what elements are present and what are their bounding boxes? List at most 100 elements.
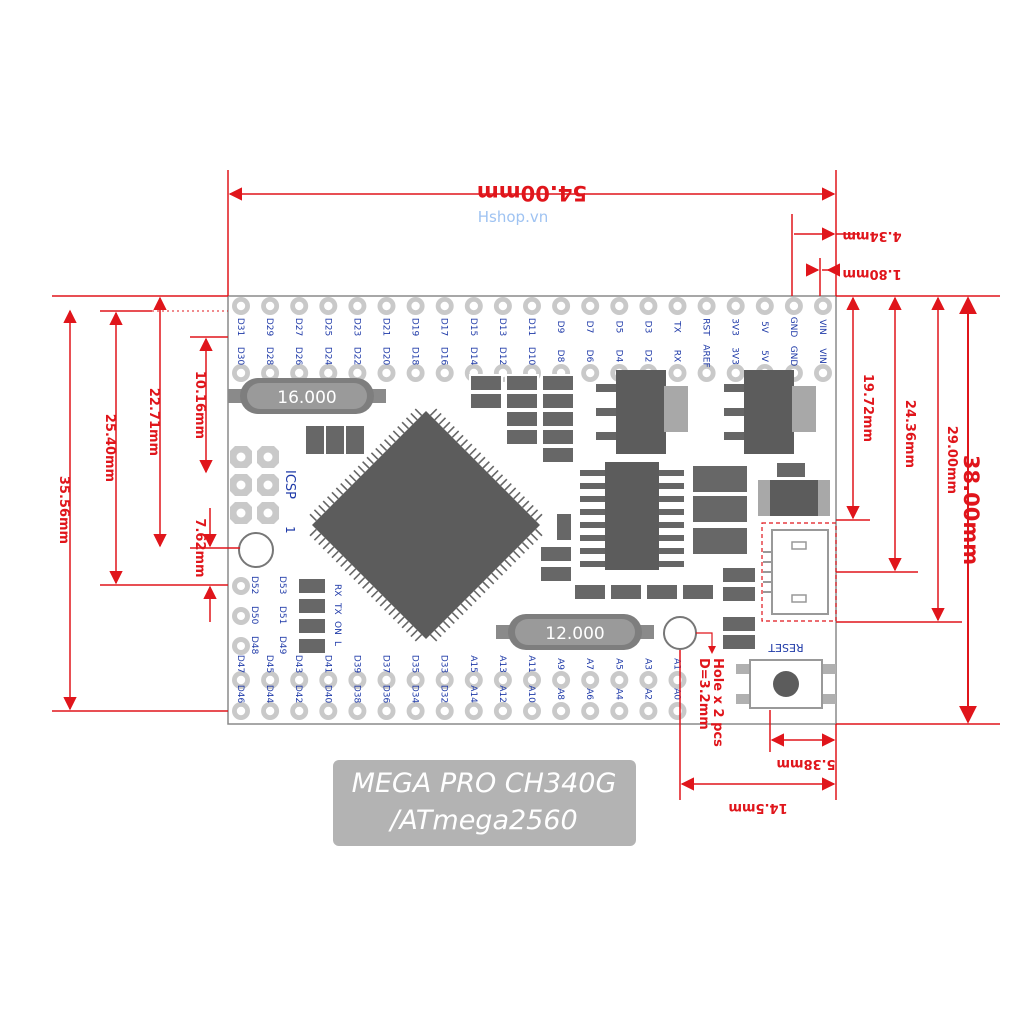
- bottom-outer-pin-label: A4: [613, 688, 623, 700]
- header-pad: [261, 364, 280, 382]
- bottom-inner-pin-label: A9: [555, 658, 565, 670]
- header-pad: [232, 364, 250, 382]
- bottom-outer-pin-label: D42: [293, 685, 303, 703]
- bottom-inner-pin-label: D41: [322, 655, 332, 673]
- bottom-outer-pin-label: A0: [672, 688, 682, 700]
- top-inner-pin-label: AREF: [701, 344, 711, 367]
- header-pad: [319, 297, 338, 315]
- top-inner-pin-label: D24: [322, 347, 332, 366]
- hole-count-label: Hole x 2 pcs: [710, 658, 725, 747]
- bottom-outer-pin-label: A2: [642, 688, 652, 700]
- top-outer-pin-label: D9: [555, 321, 565, 334]
- header-pad: [639, 297, 658, 315]
- header-pad: [406, 671, 425, 689]
- header-pad: [814, 297, 832, 315]
- header-pad: [377, 297, 396, 315]
- header-pad: [348, 297, 367, 315]
- header-pad: [406, 702, 425, 720]
- header-pad: [668, 364, 687, 382]
- header-pad: [232, 671, 250, 689]
- header-pad: [581, 364, 600, 382]
- top-inner-pin-label: D26: [293, 347, 303, 366]
- header-pad: [523, 297, 541, 315]
- icsp-pad: [230, 502, 252, 524]
- top-outer-pin-label: GND: [788, 317, 798, 338]
- top-inner-pin-label: D20: [381, 347, 391, 366]
- header-pad: [726, 364, 745, 382]
- bottom-outer-pin-label: D38: [351, 685, 361, 704]
- side-pads: D52 D53 D50 D51 D48 D49: [232, 576, 287, 655]
- reset-button: RESET: [736, 641, 836, 709]
- header-pad: [435, 297, 454, 315]
- top-outer-pin-label: D17: [439, 318, 449, 336]
- header-pads: [232, 297, 832, 720]
- pin-d48-label: D48: [249, 636, 259, 655]
- header-pin-labels: D31D30D29D28D27D26D25D24D23D22D21D20D19D…: [235, 317, 827, 704]
- top-outer-pin-label: D25: [322, 318, 332, 336]
- dim-5-38-label: 5.38mm: [776, 756, 835, 771]
- header-pad: [319, 364, 338, 382]
- top-outer-pin-label: D5: [613, 321, 623, 334]
- crystal-12mhz: 12.000: [496, 614, 654, 650]
- bottom-inner-pin-label: D39: [351, 655, 361, 674]
- header-pad: [552, 297, 571, 315]
- header-pad: [610, 702, 629, 720]
- header-pad: [581, 702, 600, 720]
- mounting-hole-right: [663, 616, 697, 650]
- top-outer-pin-label: D11: [526, 318, 536, 336]
- bottom-outer-pin-label: A8: [555, 688, 565, 700]
- dim-29-00-label: 29.00mm: [944, 426, 959, 494]
- header-pad: [435, 671, 454, 689]
- title-line-2: /ATmega2560: [388, 805, 577, 836]
- header-pad: [552, 671, 571, 689]
- header-pad: [261, 297, 280, 315]
- header-pad: [348, 702, 367, 720]
- pin-d53-label: D53: [277, 576, 287, 594]
- icsp-pad: [257, 446, 279, 468]
- bottom-inner-pin-label: D37: [381, 655, 391, 673]
- bottom-inner-pin-label: A3: [642, 658, 652, 670]
- header-pad: [784, 297, 803, 315]
- header-pad: [639, 671, 658, 689]
- header-pad: [610, 297, 629, 315]
- top-outer-pin-label: TX: [672, 320, 682, 333]
- header-pad: [261, 702, 280, 720]
- top-inner-pin-label: D18: [410, 347, 420, 366]
- led-tx-label: TX: [332, 602, 342, 615]
- top-inner-pin-label: D6: [584, 350, 594, 363]
- header-pad: [726, 297, 745, 315]
- header-pad: [668, 671, 687, 689]
- bottom-outer-pin-label: D32: [439, 685, 449, 703]
- top-inner-pin-label: D16: [439, 347, 449, 366]
- bottom-inner-pin-label: A7: [584, 658, 594, 670]
- watermark: Hshop.vn: [478, 208, 548, 226]
- title-line-1: MEGA PRO CH340G: [352, 768, 617, 799]
- bottom-outer-pin-label: A10: [526, 685, 536, 703]
- icsp-pin1-label: 1: [283, 526, 297, 534]
- header-pad: [377, 364, 396, 382]
- dim-24-36-label: 24.36mm: [902, 400, 917, 468]
- top-inner-pin-label: VIN: [817, 348, 827, 364]
- bottom-outer-pin-label: D36: [381, 685, 391, 704]
- top-inner-pin-label: 3V3: [730, 347, 740, 365]
- header-pad: [697, 297, 716, 315]
- dim-4-34-label: 4.34mm: [842, 228, 901, 243]
- icsp-pad: [257, 474, 279, 496]
- header-pad: [261, 671, 280, 689]
- header-pad: [290, 297, 309, 315]
- bottom-inner-pin-label: D47: [235, 655, 245, 673]
- header-pad: [581, 297, 600, 315]
- bottom-outer-pin-label: D34: [410, 685, 420, 704]
- header-pad: [290, 364, 309, 382]
- top-inner-pin-label: RX: [672, 350, 682, 362]
- title-box: MEGA PRO CH340G /ATmega2560: [333, 760, 636, 846]
- bottom-inner-pin-label: A5: [613, 658, 623, 670]
- header-pad: [493, 671, 512, 689]
- header-pad: [290, 671, 309, 689]
- bottom-inner-pin-label: A15: [468, 655, 478, 673]
- bottom-outer-pin-label: A6: [584, 688, 594, 700]
- bottom-outer-pin-label: D44: [264, 685, 274, 704]
- pin-d52-label: D52: [249, 576, 259, 594]
- header-pad: [377, 702, 396, 720]
